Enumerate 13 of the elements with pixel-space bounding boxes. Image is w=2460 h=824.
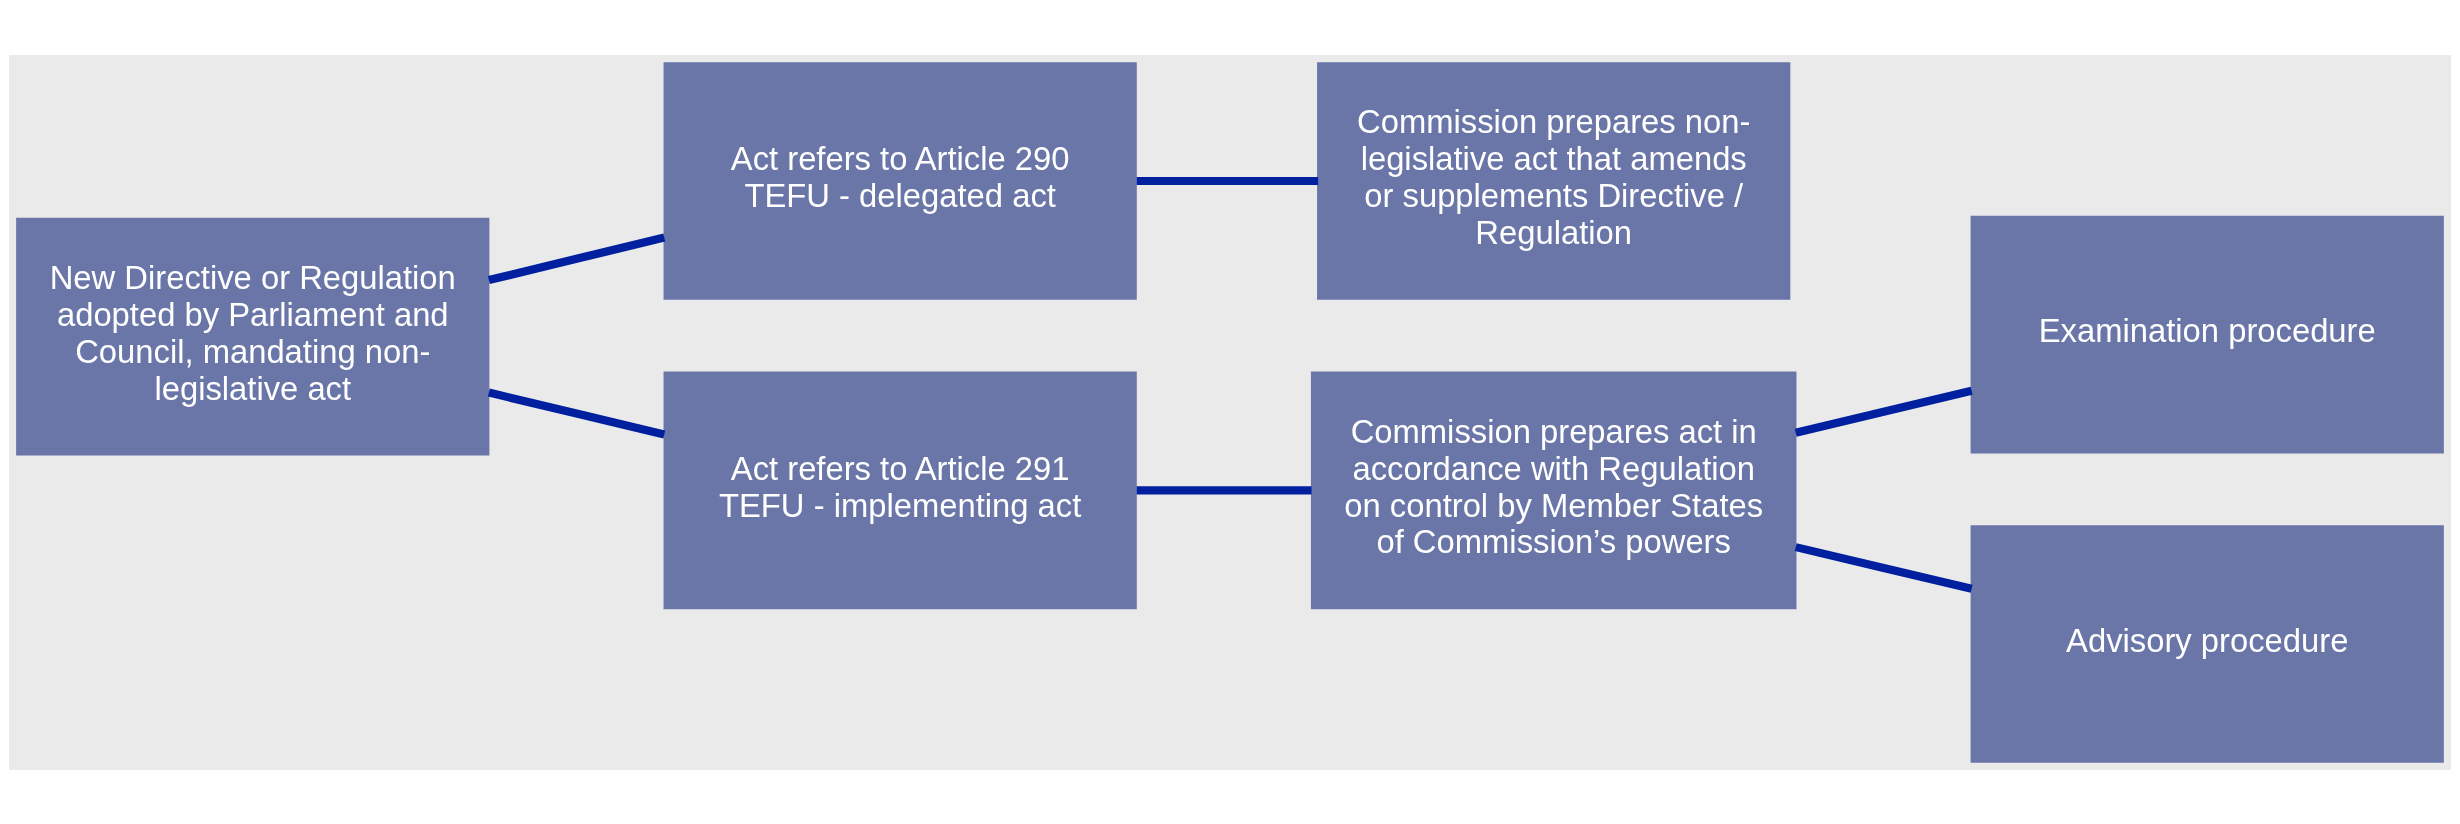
connector bbox=[487, 233, 666, 284]
node-box: Commission prepares non-legislative act that amends or supplements Directive / Regulation bbox=[1317, 61, 1791, 300]
node-box: Examination procedure bbox=[1970, 215, 2444, 453]
node-box: Advisory procedure bbox=[1970, 524, 2444, 763]
node-box: Act refers to Article 291 TEFU - implementing act bbox=[663, 371, 1137, 609]
connector bbox=[1136, 176, 1319, 185]
connector bbox=[487, 388, 666, 438]
connector bbox=[1136, 485, 1312, 494]
node-box: Commission prepares act in accordance with Regulation on control by Member States of Commission’s powers bbox=[1310, 371, 1797, 609]
connector bbox=[1794, 386, 1973, 437]
node-box: Act refers to Article 290 TEFU - delegated act bbox=[663, 61, 1137, 300]
node-box: New Directive or Regulation adopted by Parliament and Council, mandating non-legislative act bbox=[16, 217, 490, 456]
connector bbox=[1794, 542, 1973, 593]
